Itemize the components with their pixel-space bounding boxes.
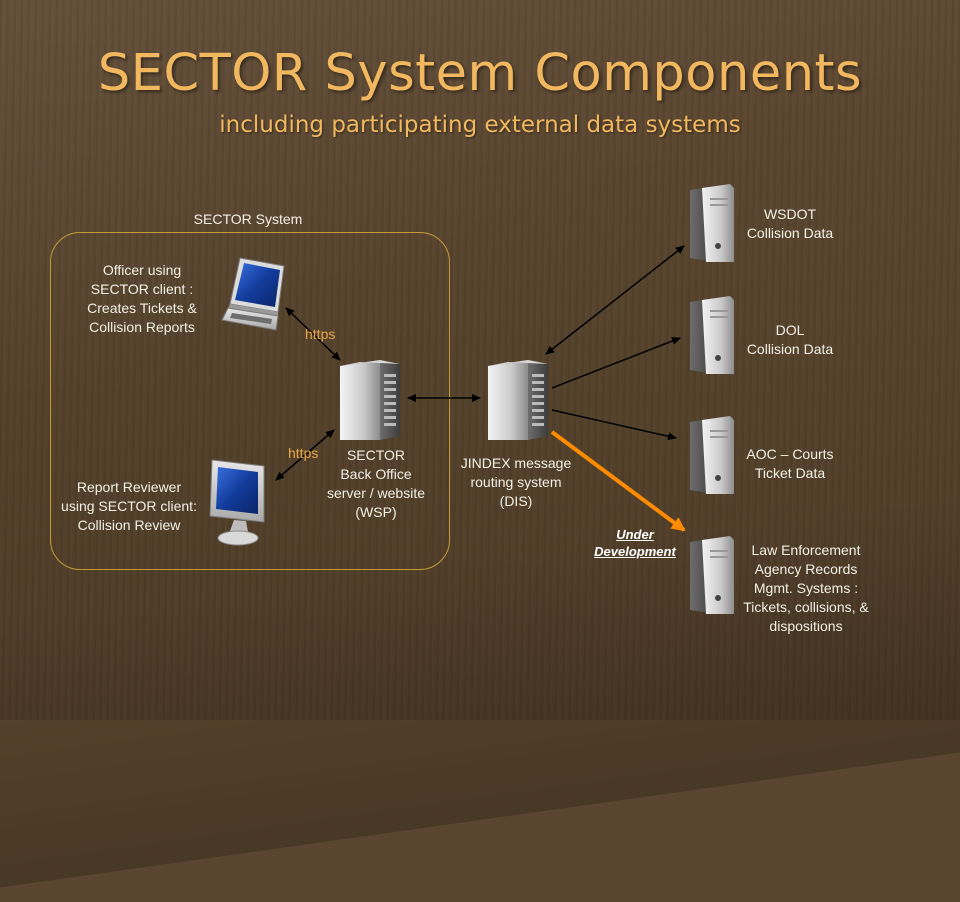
slide-subtitle: including participating external data sy…	[219, 112, 741, 138]
arrow-jindex-dol	[551, 337, 681, 389]
law-enforcement-label: Law Enforcement Agency Records Mgmt. Sys…	[743, 542, 869, 634]
background	[0, 0, 960, 720]
server-tower-icon	[690, 184, 734, 262]
arrow-monitor-server	[275, 429, 335, 481]
sector-system-label: SECTOR System	[193, 211, 303, 227]
wsdot-label: WSDOT Collision Data	[746, 206, 834, 241]
server-tower-icon	[690, 416, 734, 494]
server-tower-icon	[690, 296, 734, 374]
server-tower-icon	[488, 360, 548, 440]
slide-title: SECTOR System Components	[97, 44, 863, 103]
dol-label: DOL Collision Data	[746, 322, 834, 357]
under-development-text: Under Development	[594, 527, 676, 559]
reviewer-client-label: Report Reviewer using SECTOR client: Col…	[61, 479, 197, 533]
arrow-jindex-wsdot	[545, 245, 685, 355]
arrow-laptop-server	[285, 307, 341, 361]
server-tower-icon	[340, 360, 400, 440]
monitor-icon	[209, 459, 265, 546]
sector-server-label: SECTOR Back Office server / website (WSP…	[326, 447, 426, 520]
officer-client-label: Officer using SECTOR client : Creates Ti…	[87, 262, 197, 335]
https-label-top: https	[305, 326, 336, 342]
https-label-bottom: https	[288, 445, 319, 461]
jindex-label: JINDEX message routing system (DIS)	[460, 455, 572, 509]
diagram-graphics	[209, 184, 734, 614]
aoc-label: AOC – Courts Ticket Data	[746, 446, 834, 481]
arrow-jindex-aoc	[551, 409, 677, 441]
under-development-label: Under Development	[582, 526, 688, 560]
server-tower-icon	[690, 536, 734, 614]
laptop-icon	[221, 257, 285, 331]
arrow-under-development	[550, 430, 686, 532]
